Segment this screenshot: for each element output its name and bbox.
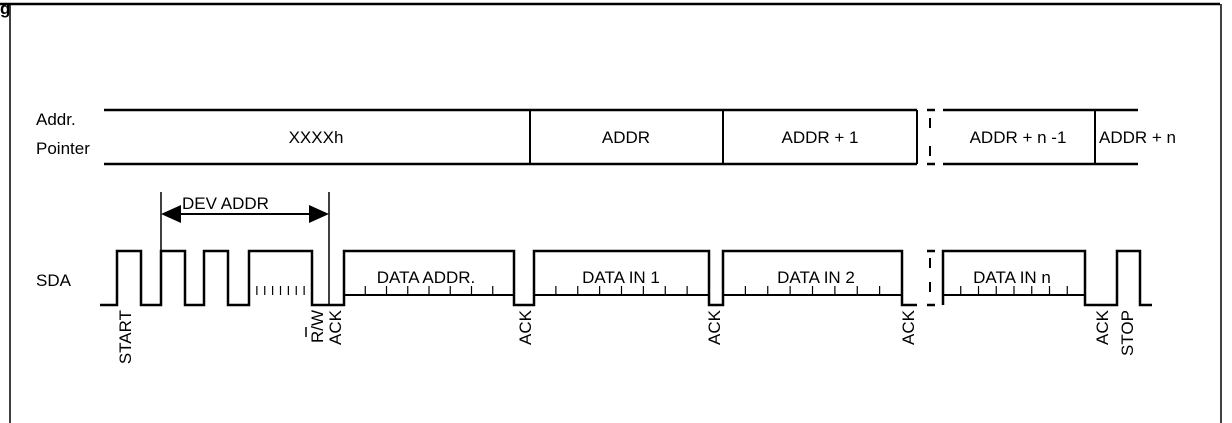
marker-ack: ACK <box>1093 309 1112 345</box>
event-markers: START R/W ACK ACK ACK ACK ACK STOP <box>116 309 1137 364</box>
addr-field-xxxxh: XXXXh <box>289 128 344 147</box>
marker-ack: ACK <box>705 309 724 345</box>
dev-addr-arrowhead-left <box>161 205 181 223</box>
data-box-data-addr: DATA ADDR. <box>377 268 476 287</box>
addr-field-addr-plus-1: ADDR + 1 <box>782 128 859 147</box>
addr-pointer-label-line1: Addr. <box>36 110 76 129</box>
addr-field-addr: ADDR <box>602 128 650 147</box>
sda-label: SDA <box>36 271 72 290</box>
addr-field-addr-plus-n: ADDR + n <box>1099 128 1176 147</box>
sda-waveform <box>100 249 917 307</box>
figure-title-fragment: g <box>0 0 10 18</box>
bit-ticks <box>256 286 1068 295</box>
dev-addr-label: DEV ADDR <box>182 194 269 213</box>
marker-stop: STOP <box>1118 310 1137 356</box>
addr-field-addr-plus-n-minus-1: ADDR + n -1 <box>970 128 1067 147</box>
dev-addr-arrowhead-right <box>309 205 329 223</box>
marker-ack: ACK <box>516 309 535 345</box>
data-box-data-in-n: DATA IN n <box>973 268 1051 287</box>
sda-row: SDA DATA ADDR. DATA IN 1 DATA IN 2 DATA … <box>36 249 1152 307</box>
marker-r-w: R/W <box>308 310 327 343</box>
addr-pointer-row: Addr. Pointer XXXXh ADDR ADDR + 1 ADDR +… <box>36 108 1176 166</box>
dev-addr-span: DEV ADDR <box>160 192 330 305</box>
data-box-data-in-2: DATA IN 2 <box>777 268 855 287</box>
marker-start: START <box>116 310 135 364</box>
addr-pointer-label-line2: Pointer <box>36 139 90 158</box>
sda-waveform-continued <box>941 249 1152 307</box>
marker-ack: ACK <box>326 309 345 345</box>
marker-ack: ACK <box>899 309 918 345</box>
data-box-data-in-1: DATA IN 1 <box>582 268 660 287</box>
